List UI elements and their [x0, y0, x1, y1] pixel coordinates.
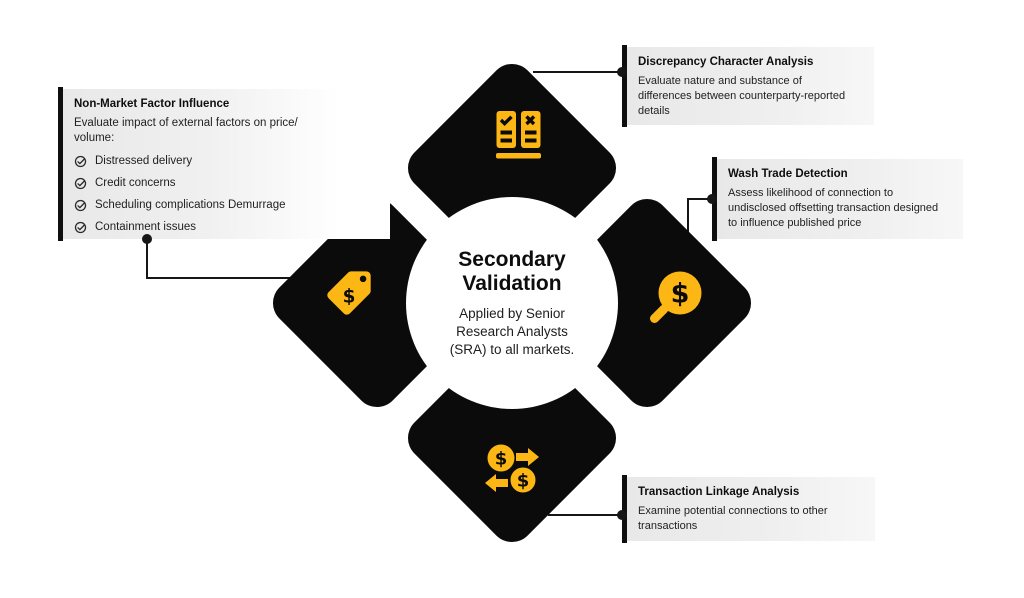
callout-body-line: Evaluate impact of external factors on p… — [74, 117, 298, 130]
callout-body-line: volume: — [74, 131, 115, 144]
list-item: Credit concerns — [74, 177, 380, 190]
connector-wash-horizontal — [687, 198, 712, 200]
dollar-glyph: $ — [671, 279, 690, 310]
price-tag-icon: $ — [327, 271, 371, 315]
callout-non-market-factor-influence: Non-Market Factor Influence Evaluate imp… — [58, 87, 390, 241]
center-circle: Secondary Validation Applied by Senior R… — [406, 197, 618, 409]
connector-nonmarket-dot — [142, 234, 152, 244]
list-item: Scheduling complications Demurrage — [74, 199, 380, 212]
dollar-glyph: $ — [343, 287, 356, 308]
callout-title: Discrepancy Character Analysis — [638, 56, 814, 68]
list-item: Containment issues — [74, 221, 380, 234]
callout-discrepancy-character-analysis: Discrepancy Character Analysis Evaluate … — [622, 45, 874, 127]
list-item-label: Scheduling complications Demurrage — [95, 199, 286, 212]
callout-body: Evaluate nature and substance of differe… — [638, 75, 846, 117]
list-item-label: Containment issues — [95, 221, 196, 234]
check-circle-icon — [74, 177, 87, 189]
dollar-glyph: $ — [517, 471, 530, 492]
list-item-label: Distressed delivery — [95, 155, 193, 168]
connector-discrepancy-dot — [617, 67, 627, 77]
callout-wash-trade-detection: Wash Trade Detection Assess likelihood o… — [712, 157, 963, 241]
search-dollar-icon: $ — [650, 271, 702, 323]
connector-wash-dot — [707, 194, 717, 204]
connector-wash-vertical — [687, 198, 689, 232]
connector-nonmarket-vertical — [146, 239, 148, 279]
callout-body: Examine potential connections to other t… — [638, 505, 828, 532]
dollar-glyph: $ — [495, 449, 508, 470]
check-circle-icon — [74, 221, 87, 233]
list-item: Distressed delivery — [74, 155, 380, 168]
checklist-compare-icon — [496, 111, 541, 159]
callout-title: Non-Market Factor Influence — [74, 98, 230, 110]
check-circle-icon — [74, 155, 87, 167]
callout-body: Assess likelihood of connection to undis… — [728, 187, 939, 229]
currency-exchange-icon: $ $ — [485, 444, 539, 495]
list-item-label: Credit concerns — [95, 177, 176, 190]
connector-nonmarket-horizontal — [146, 277, 292, 279]
diagram-subtitle: Applied by Senior Research Analysts (SRA… — [449, 305, 575, 357]
connector-linkage-horizontal — [548, 514, 622, 516]
callout-title: Transaction Linkage Analysis — [638, 486, 800, 498]
callout-transaction-linkage-analysis: Transaction Linkage Analysis Examine pot… — [622, 475, 875, 543]
connector-discrepancy-horizontal — [533, 71, 622, 73]
diagram-title: Secondary Validation — [458, 247, 566, 295]
connector-linkage-dot — [617, 510, 627, 520]
callout-title: Wash Trade Detection — [728, 168, 848, 180]
check-circle-icon — [74, 199, 87, 211]
